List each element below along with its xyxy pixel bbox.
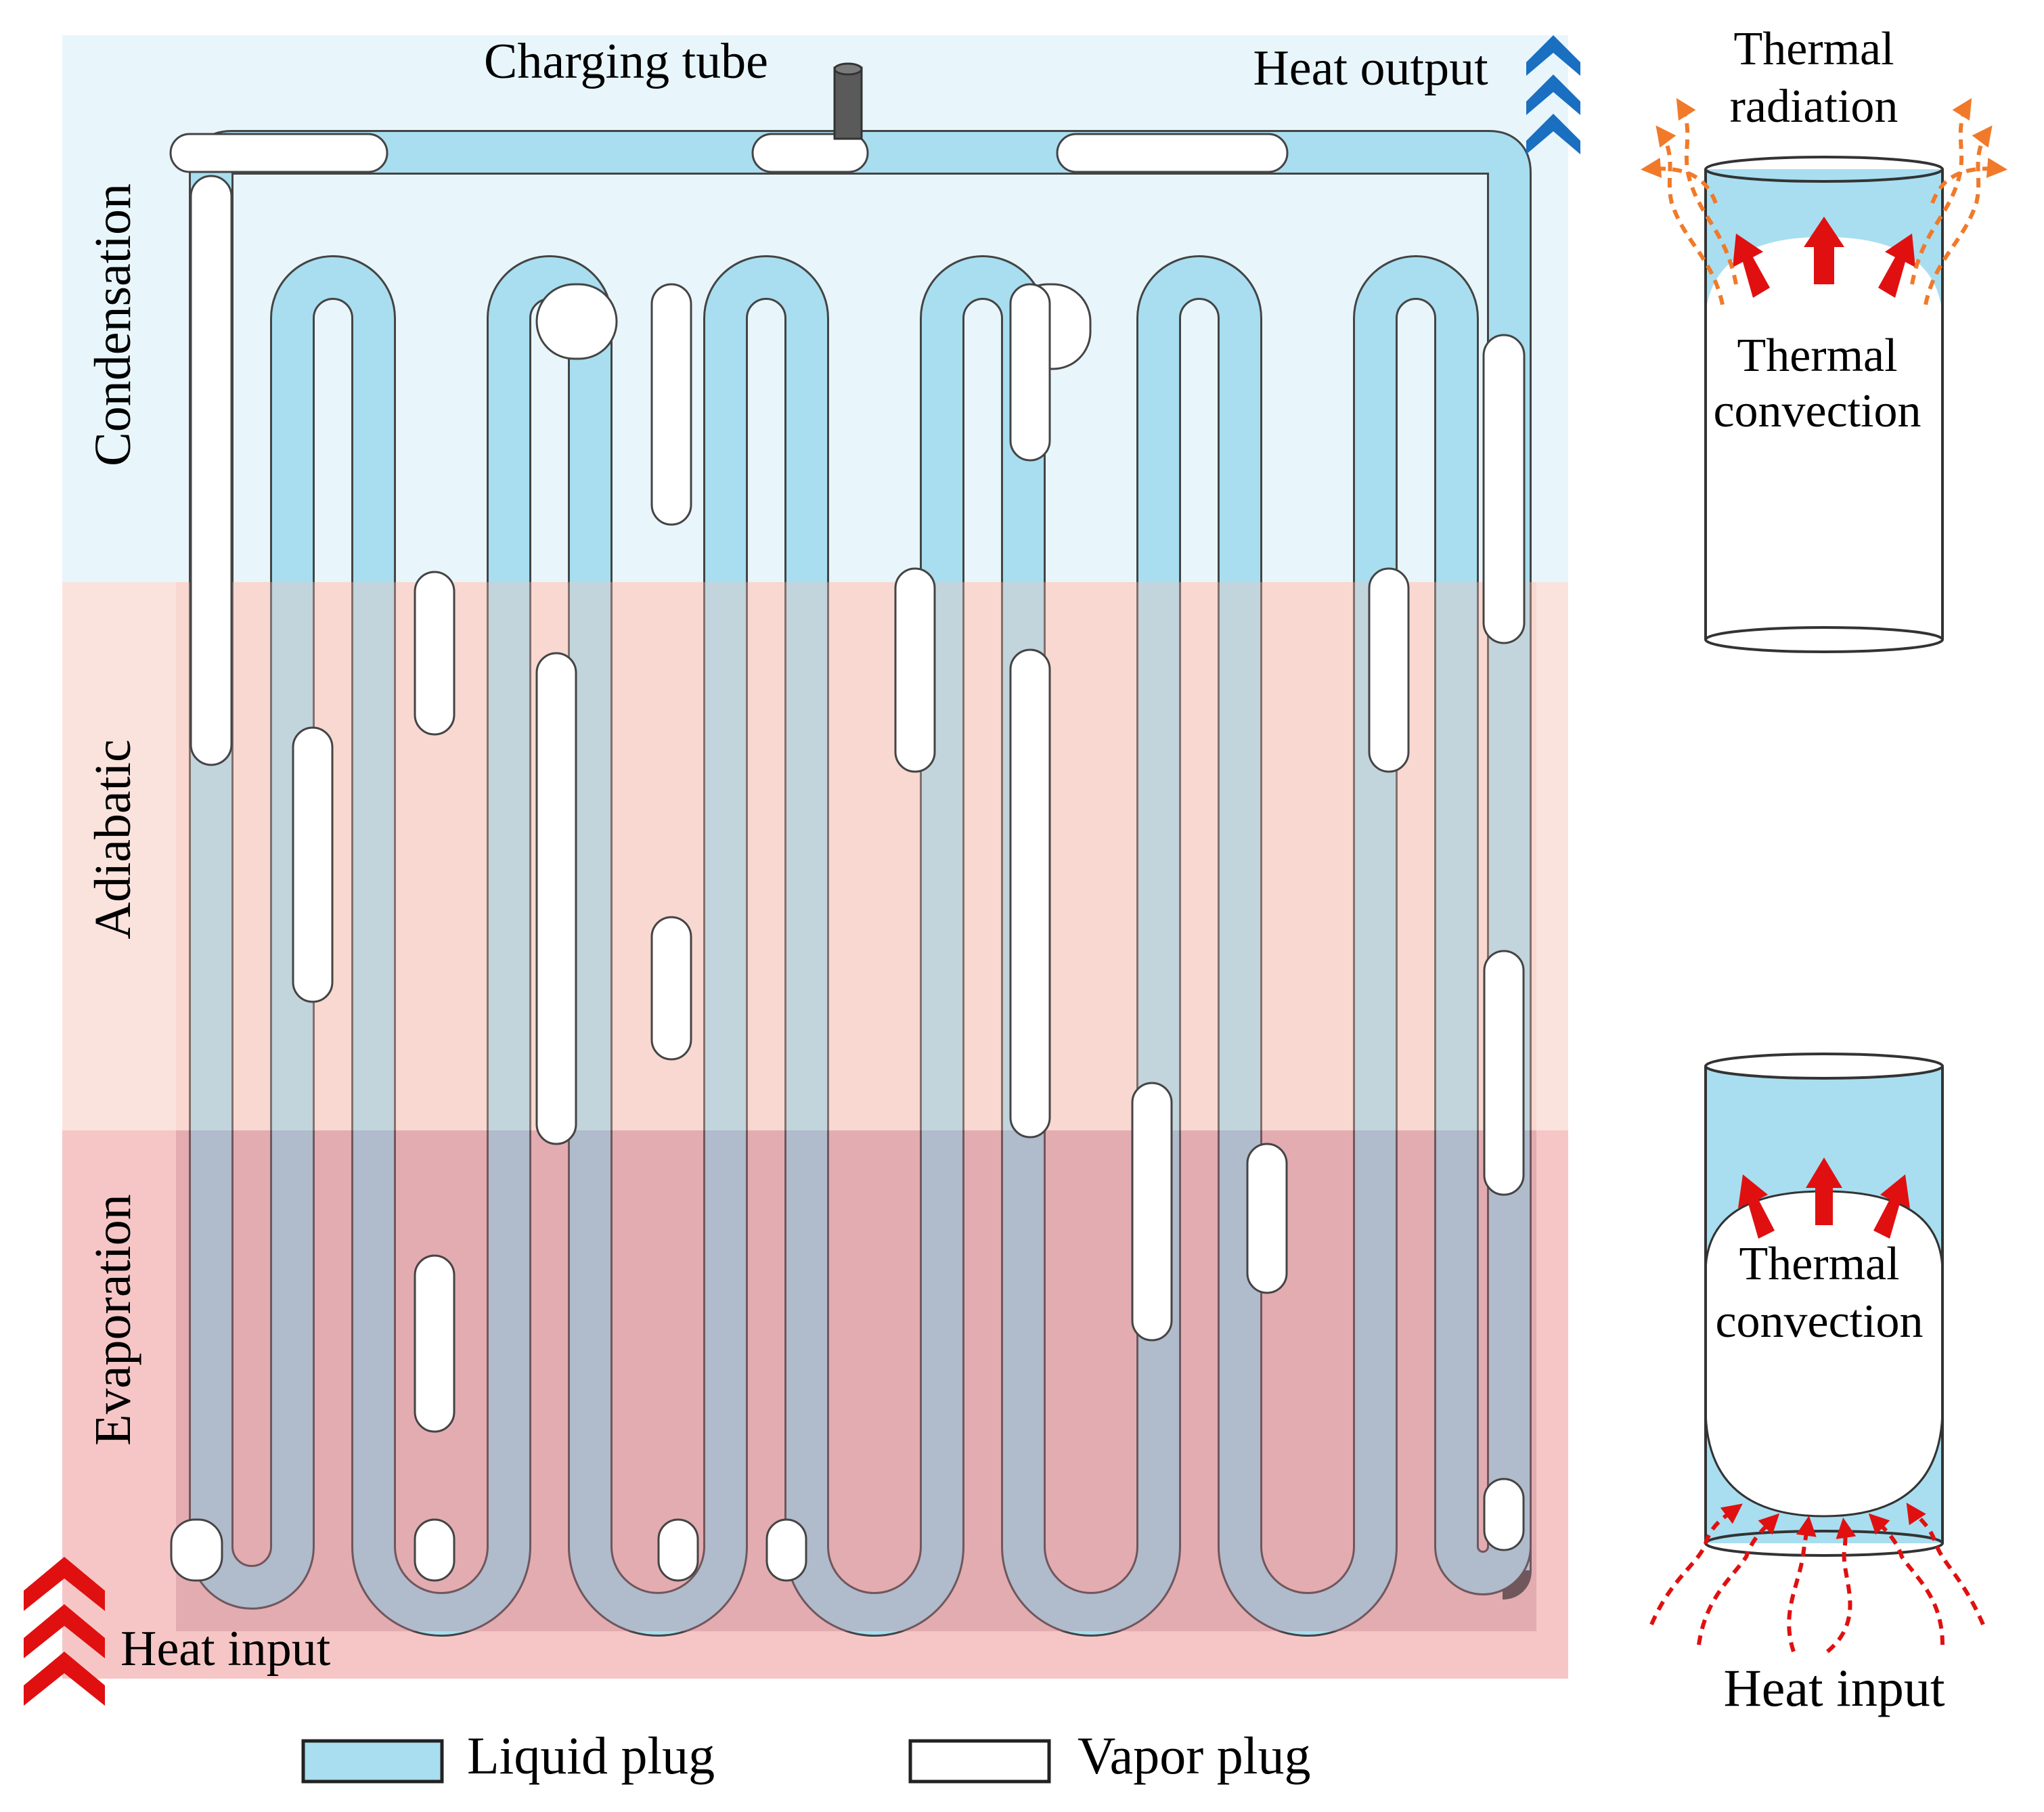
charging-tube-stem	[833, 66, 863, 140]
bottom-convection-label-1: Thermal	[1739, 1238, 1899, 1290]
condensation-zone-label: Condensation	[85, 183, 141, 466]
adiabatic-zone-label: Adiabatic	[85, 739, 141, 939]
bottom-cylinder-top	[1704, 1053, 1944, 1080]
cooling-chevrons-icon	[1526, 35, 1580, 154]
heat-input-arrows	[1649, 1503, 1985, 1654]
thermal-radiation-label-2: radiation	[1730, 81, 1898, 133]
heating-chevrons-icon	[24, 1557, 105, 1706]
convection-arrows-top	[1733, 217, 1915, 298]
legend-vapor-swatch	[908, 1739, 1051, 1784]
adiabatic-tint	[176, 582, 1536, 1130]
tube-meander-fluid	[191, 257, 1530, 1635]
heat-input-label-right: Heat input	[1723, 1658, 1945, 1717]
vapor-plug	[1482, 334, 1526, 644]
vapor-plug	[414, 571, 456, 736]
vapor-plug	[894, 567, 936, 773]
vapor-plug	[1056, 133, 1289, 173]
vapor-plug	[170, 1518, 223, 1582]
vapor-plug	[1009, 648, 1051, 1139]
heat-input-label-left: Heat input	[120, 1621, 331, 1677]
vapor-plug	[1483, 950, 1525, 1196]
evaporation-tint	[176, 1130, 1536, 1631]
vapor-plug	[292, 726, 334, 1003]
vapor-plug	[1131, 1082, 1173, 1342]
charging-tube-top	[833, 62, 863, 76]
vapor-plug	[169, 133, 388, 173]
legend-liquid-label: Liquid plug	[467, 1726, 715, 1785]
vapor-plug	[1246, 1143, 1288, 1294]
vapor-plug	[1009, 283, 1051, 462]
bottom-convection-label-2: convection	[1715, 1296, 1923, 1348]
charging-tube-label: Charging tube	[484, 34, 768, 89]
vapor-plug	[765, 1518, 807, 1582]
vapor-plug	[414, 1518, 456, 1582]
top-cylinder-bottom	[1704, 626, 1944, 653]
vapor-plug	[190, 175, 233, 766]
vapor-plug	[535, 283, 618, 360]
top-cylinder-bubble	[1706, 237, 1942, 640]
vapor-plug	[657, 1518, 699, 1582]
evaporation-zone-label: Evaporation	[85, 1194, 141, 1445]
vapor-plug	[650, 916, 692, 1061]
vapor-plug	[650, 283, 692, 526]
convection-arrows-bottom	[1738, 1157, 1910, 1239]
top-cylinder-top	[1704, 156, 1944, 183]
top-convection-label-1: Thermal	[1737, 330, 1897, 382]
evaporation-cylinder: Thermal convection Heat input	[1649, 1053, 1985, 1717]
legend-liquid-swatch	[301, 1739, 444, 1784]
condensation-cylinder: Thermal radiation Thermal convection	[1641, 23, 2007, 653]
vapor-plugs	[169, 133, 1526, 1582]
radiation-arrows	[1641, 97, 2007, 305]
legend-vapor-label: Vapor plug	[1077, 1726, 1310, 1785]
thermal-radiation-label-1: Thermal	[1733, 23, 1894, 75]
vapor-plug	[414, 1254, 456, 1433]
vapor-plug	[535, 652, 577, 1145]
vapor-plug	[1483, 1478, 1525, 1551]
vapor-plug	[751, 133, 869, 173]
heat-output-label: Heat output	[1253, 41, 1488, 96]
top-convection-label-2: convection	[1713, 385, 1921, 437]
legend: Liquid plug Vapor plug	[301, 1726, 1310, 1785]
vapor-plug	[1368, 567, 1410, 773]
